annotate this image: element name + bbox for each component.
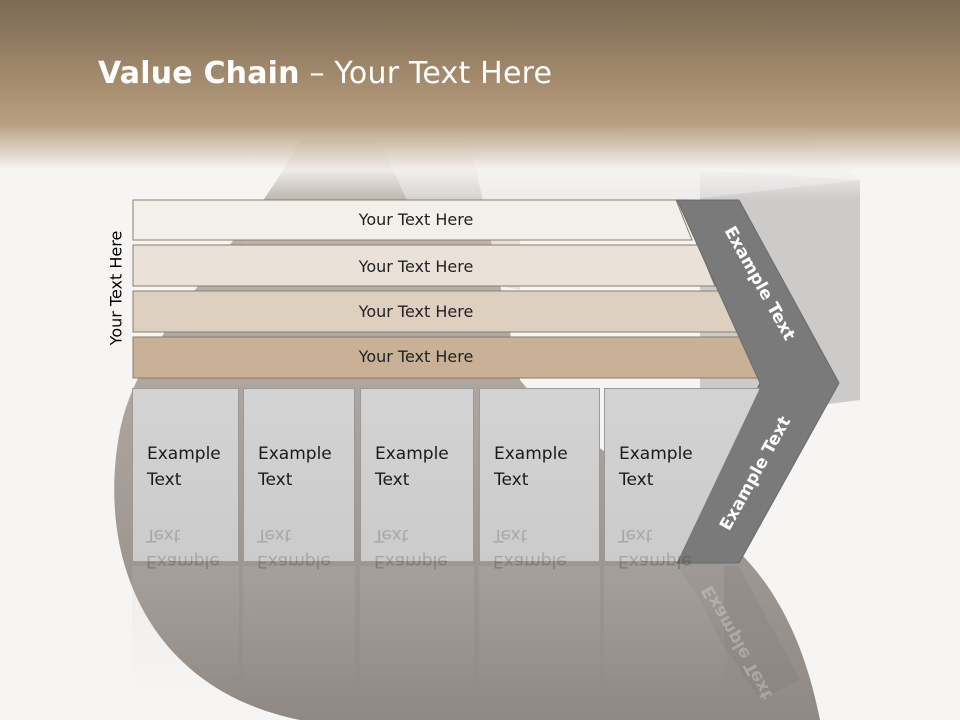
- activity-box-2-reflection-line2: Text: [374, 525, 409, 545]
- activity-box-3-reflection-line1: Example: [493, 551, 567, 571]
- strip-3[interactable]: Your Text Here: [132, 336, 763, 379]
- activity-box-1-reflection: Example Text: [243, 525, 355, 696]
- activity-box-0[interactable]: Example Text: [132, 388, 239, 562]
- activity-box-0-text: Example Text: [147, 441, 232, 493]
- strip-2[interactable]: Your Text Here: [132, 290, 740, 333]
- activity-box-3-line2: Text: [494, 470, 529, 490]
- activity-box-3-line1: Example: [494, 444, 568, 464]
- header-band: [0, 0, 960, 200]
- activity-box-1-reflection-line2: Text: [257, 525, 292, 545]
- activity-box-4-reflection-line2: Text: [618, 525, 653, 545]
- strip-0[interactable]: Your Text Here: [132, 199, 693, 241]
- strip-0-shape: [132, 199, 693, 241]
- strip-2-label: Your Text Here: [358, 302, 474, 321]
- strip-1-label: Your Text Here: [358, 257, 474, 276]
- activity-box-3-reflection-line2: Text: [493, 525, 528, 545]
- activity-box-3-text: Example Text: [494, 441, 593, 493]
- activity-box-3-reflection-text: Example Text: [493, 522, 567, 574]
- activity-box-0-reflection-line2: Text: [146, 525, 181, 545]
- title-rest: – Your Text Here: [299, 56, 553, 91]
- activity-box-0-reflection-text: Example Text: [146, 522, 220, 574]
- activity-box-2[interactable]: Example Text: [360, 388, 474, 562]
- strip-1-shape: [132, 244, 716, 287]
- activity-box-2-line1: Example: [375, 444, 449, 464]
- chevron-shape: [676, 199, 840, 564]
- activity-box-0-line1: Example: [147, 444, 221, 464]
- activity-box-4-reflection: Example Text: [604, 525, 724, 696]
- activity-box-1-text: Example Text: [258, 441, 348, 493]
- activity-box-4-line1: Example: [619, 444, 693, 464]
- activity-box-0-line2: Text: [147, 470, 182, 490]
- activity-box-4-text: Example Text: [619, 441, 753, 493]
- activity-box-1[interactable]: Example Text: [243, 388, 355, 562]
- activity-box-2-reflection-text: Example Text: [374, 522, 448, 574]
- activity-box-4-reflection-text: Example Text: [618, 522, 692, 574]
- activity-box-2-text: Example Text: [375, 441, 467, 493]
- activity-box-1-line1: Example: [258, 444, 332, 464]
- activity-box-3[interactable]: Example Text: [479, 388, 600, 562]
- activity-box-1-reflection-text: Example Text: [257, 522, 331, 574]
- title-bold: Value Chain: [98, 56, 300, 91]
- activity-box-4-line2: Text: [619, 470, 654, 490]
- activity-box-1-reflection-line1: Example: [257, 551, 331, 571]
- activity-box-2-reflection: Example Text: [360, 525, 474, 696]
- activity-box-2-reflection-line1: Example: [374, 551, 448, 571]
- activity-box-3-reflection: Example Text: [479, 525, 600, 696]
- strip-0-label: Your Text Here: [358, 210, 474, 229]
- activity-box-0-reflection-line1: Example: [146, 551, 220, 571]
- activity-box-0-reflection: Example Text: [132, 525, 239, 696]
- strip-3-label: Your Text Here: [358, 347, 474, 366]
- chevron-reflection-shape: [677, 566, 800, 700]
- strip-1[interactable]: Your Text Here: [132, 244, 716, 287]
- slide-title: Value Chain – Your Text Here: [98, 56, 552, 91]
- activity-box-1-line2: Text: [258, 470, 293, 490]
- activity-box-4-reflection-line1: Example: [618, 551, 692, 571]
- activity-box-2-line2: Text: [375, 470, 410, 490]
